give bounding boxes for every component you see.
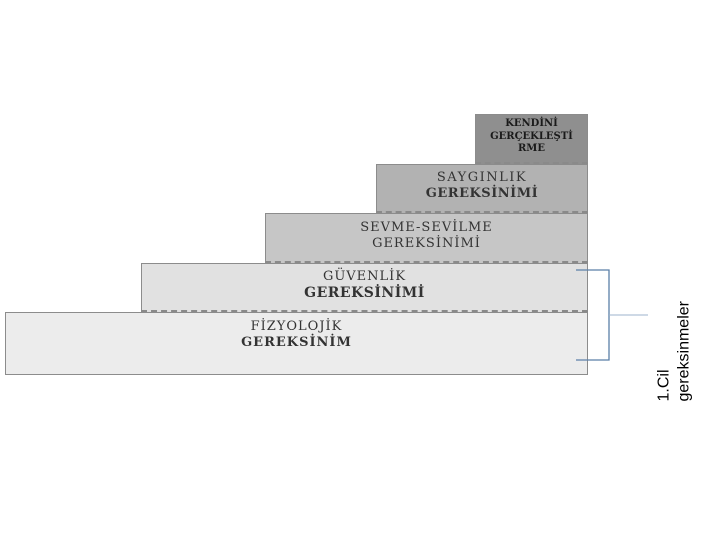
step-kendini-line3: RME: [517, 143, 545, 154]
bracket-connector: [576, 269, 648, 361]
step-saygin-line1: SAYGINLIK: [436, 170, 528, 185]
bracket-label: 1.Cil gereksinmeler: [655, 277, 699, 402]
step-sevme-sevilme: SEVME-SEVİLME GEREKSİNİMİ: [265, 213, 588, 263]
step-saygin-line2: GEREKSİNİMİ: [425, 186, 539, 202]
step-fizyolojik-line2: GEREKSİNİM: [241, 335, 352, 351]
step-guvenlik-line1: GÜVENLİK: [322, 269, 407, 284]
step-sevme-line1: SEVME-SEVİLME: [360, 220, 493, 235]
step-saygin: SAYGINLIK GEREKSİNİMİ: [376, 164, 588, 213]
bracket-label-line2: gereksinmeler: [675, 301, 693, 402]
bracket-line: [576, 269, 610, 361]
step-kendini-line1: KENDİNİ: [505, 118, 558, 129]
step-sevme-line2: GEREKSİNİMİ: [372, 236, 481, 252]
step-fizyolojik: FİZYOLOJİK GEREKSİNİM: [5, 312, 588, 375]
step-guvenlik: GÜVENLİK GEREKSİNİMİ: [141, 263, 588, 312]
step-kendini: KENDİNİ GERÇEKLEŞTİ RME: [475, 114, 588, 164]
step-kendini-line2: GERÇEKLEŞTİ: [490, 130, 573, 142]
step-fizyolojik-line1: FİZYOLOJİK: [250, 319, 343, 334]
bracket-label-line1: 1.Cil: [655, 369, 673, 402]
step-guvenlik-line2: GEREKSİNİMİ: [304, 285, 425, 302]
